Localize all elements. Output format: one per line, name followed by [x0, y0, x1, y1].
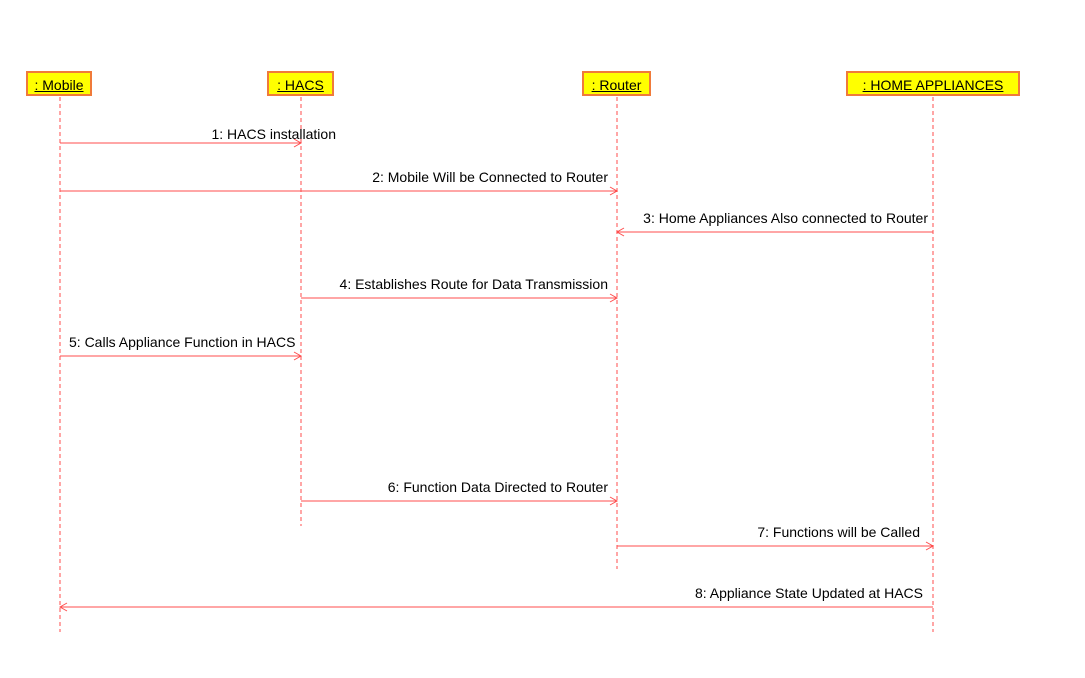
- message-label-1: 1: HACS installation: [211, 126, 336, 142]
- message-arrowhead-4: [609, 293, 619, 303]
- actor-hacs: : HACS: [267, 71, 334, 96]
- message-label-5: 5: Calls Appliance Function in HACS: [69, 334, 296, 350]
- actor-mobile: : Mobile: [26, 71, 92, 96]
- message-arrowhead-5: [293, 351, 303, 361]
- message-label-2: 2: Mobile Will be Connected to Router: [372, 169, 608, 185]
- message-arrowhead-3: [615, 227, 625, 237]
- message-arrowhead-7: [925, 541, 935, 551]
- message-arrowhead-1: [293, 138, 303, 148]
- message-label-3: 3: Home Appliances Also connected to Rou…: [643, 210, 928, 226]
- actor-router: : Router: [582, 71, 651, 96]
- message-arrowhead-2: [609, 186, 619, 196]
- message-label-4: 4: Establishes Route for Data Transmissi…: [339, 276, 608, 292]
- message-label-8: 8: Appliance State Updated at HACS: [694, 585, 923, 601]
- message-label-6: 6: Function Data Directed to Router: [387, 479, 608, 495]
- message-label-7: 7: Functions will be Called: [757, 524, 920, 540]
- message-arrowhead-6: [609, 496, 619, 506]
- actor-home-appliances: : HOME APPLIANCES: [846, 71, 1020, 96]
- message-arrowhead-8: [58, 602, 68, 612]
